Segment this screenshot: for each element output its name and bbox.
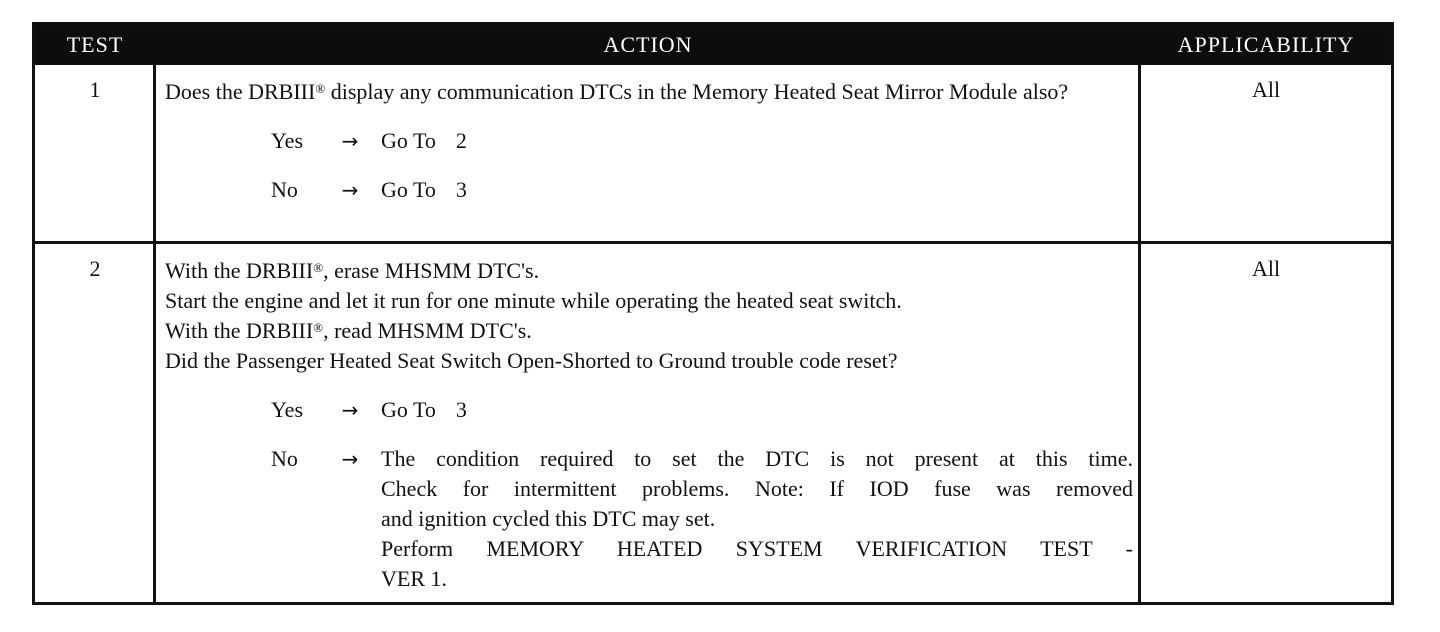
yes-label: Yes <box>271 128 304 153</box>
registered-mark: ® <box>313 260 324 275</box>
instruction-text: With the DRBIII <box>165 258 314 283</box>
table-header: TEST ACTION APPLICABILITY <box>35 25 1391 65</box>
result-line: VER 1. <box>381 566 447 591</box>
applicability-value: All <box>1251 77 1281 102</box>
result-line: Perform MEMORY HEATED SYSTEM VERIFICATIO… <box>381 536 1133 561</box>
result-line: and ignition cycled this DTC may set. <box>381 506 716 531</box>
action-cell: Does the DRBIII® display any communicati… <box>165 77 1133 205</box>
yes-branch: Yes → Go To 2 <box>271 126 1133 156</box>
test-number: 2 <box>89 256 101 281</box>
question-text: Does the DRBIII <box>165 79 316 104</box>
table-row: 1 Does the DRBIII® display any communica… <box>35 65 1391 241</box>
arrow-icon: → <box>341 447 359 471</box>
question-text: display any communication DTCs in the Me… <box>325 79 1069 104</box>
header-action: ACTION <box>603 32 693 57</box>
applicability-value: All <box>1251 256 1281 281</box>
arrow-icon: → <box>341 398 359 422</box>
no-branch: No → Go To 3 <box>271 175 1133 205</box>
result-line: Check for intermittent problems. Note: I… <box>381 476 1133 501</box>
instruction-line: With the DRBIII®, erase MHSMM DTC's. <box>165 256 1133 286</box>
diagnostic-test-table: TEST ACTION APPLICABILITY 1 Does the DRB… <box>32 22 1394 605</box>
goto-text: Go To <box>381 177 436 202</box>
header-applicability: APPLICABILITY <box>1177 32 1355 57</box>
no-label: No <box>271 446 298 471</box>
no-label: No <box>271 177 298 202</box>
test-number: 1 <box>89 77 101 102</box>
column-divider <box>1138 65 1141 605</box>
instruction-text: With the DRBIII <box>165 318 314 343</box>
yes-result: Go To 3 <box>381 395 1133 425</box>
instruction-line: With the DRBIII®, read MHSMM DTC's. <box>165 316 1133 346</box>
test-question: Does the DRBIII® display any communicati… <box>165 77 1133 107</box>
goto-text: Go To <box>381 397 436 422</box>
column-divider <box>153 65 156 605</box>
goto-number: 2 <box>455 128 467 153</box>
action-cell: With the DRBIII®, erase MHSMM DTC's. Sta… <box>165 256 1133 594</box>
registered-mark: ® <box>313 320 324 335</box>
arrow-icon: → <box>341 129 359 153</box>
goto-number: 3 <box>455 177 467 202</box>
yes-result: Go To 2 <box>381 126 1133 156</box>
test-question: Did the Passenger Heated Seat Switch Ope… <box>165 348 898 373</box>
no-result: The condition required to set the DTC is… <box>381 444 1133 594</box>
no-branch: No → The condition required to set the D… <box>271 444 1133 594</box>
yes-branch: Yes → Go To 3 <box>271 395 1133 425</box>
table-row: 2 With the DRBIII®, erase MHSMM DTC's. S… <box>35 244 1391 605</box>
row-divider <box>35 241 1391 244</box>
goto-text: Go To <box>381 128 436 153</box>
header-test: TEST <box>66 32 124 57</box>
result-line: The condition required to set the DTC is… <box>381 446 1133 471</box>
instruction-line: Start the engine and let it run for one … <box>165 288 902 313</box>
goto-number: 3 <box>455 397 467 422</box>
instruction-text: , erase MHSMM DTC's. <box>323 258 540 283</box>
test-instructions: With the DRBIII®, erase MHSMM DTC's. Sta… <box>165 256 1133 376</box>
arrow-icon: → <box>341 178 359 202</box>
yes-label: Yes <box>271 397 304 422</box>
registered-mark: ® <box>315 81 326 96</box>
instruction-text: , read MHSMM DTC's. <box>323 318 532 343</box>
no-result: Go To 3 <box>381 175 1133 205</box>
